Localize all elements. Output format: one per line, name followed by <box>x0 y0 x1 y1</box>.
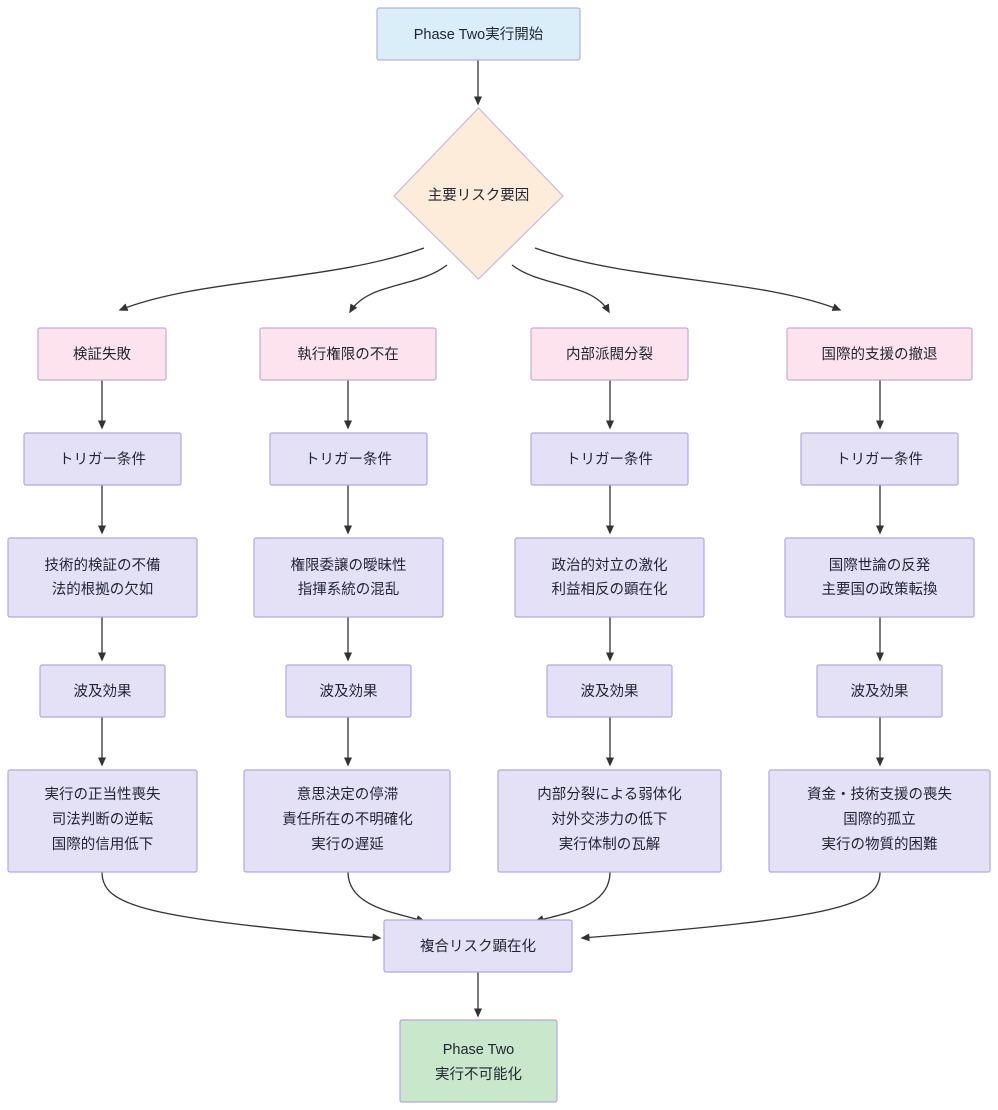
node-cause-4-line-2: 主要国の政策転換 <box>822 581 938 598</box>
node-outcome-1[interactable]: 実行の正当性喪失 司法判断の逆転 国際的信用低下 <box>7 769 198 873</box>
edge-outcome4-to-converge <box>580 871 881 942</box>
node-cause-3[interactable]: 政治的対立の激化 利益相反の顕在化 <box>514 537 705 618</box>
node-ripple-2-shape <box>285 664 412 718</box>
node-trigger-3-label: トリガー条件 <box>566 451 653 468</box>
node-outcome-3-line-1: 内部分裂による弱体化 <box>537 786 682 803</box>
node-risk-4-label: 国際的支援の撤退 <box>822 346 938 363</box>
edge-outcome3-to-converge <box>534 871 611 924</box>
node-start-shape <box>376 7 581 61</box>
node-trigger-4-label: トリガー条件 <box>836 451 923 468</box>
node-trigger-1-label: トリガー条件 <box>59 451 146 468</box>
edge-decision-to-risk-2 <box>349 264 448 314</box>
node-trigger-4[interactable]: トリガー条件 <box>800 432 959 486</box>
node-outcome-1-shape <box>7 769 198 873</box>
node-ripple-4-shape <box>816 664 943 718</box>
node-ripple-4[interactable]: 波及効果 <box>816 664 943 718</box>
node-ripple-4-label: 波及効果 <box>851 683 909 700</box>
node-ripple-3-shape <box>546 664 673 718</box>
node-cause-4-line-1: 国際世論の反発 <box>829 557 931 574</box>
node-cause-2-line-1: 権限委譲の曖昧性 <box>291 557 407 574</box>
node-cause-4[interactable]: 国際世論の反発 主要国の政策転換 <box>784 537 975 618</box>
node-trigger-3-shape <box>530 432 689 486</box>
node-trigger-1[interactable]: トリガー条件 <box>23 432 182 486</box>
node-cause-4-shape <box>784 537 975 618</box>
node-ripple-1-shape <box>39 664 166 718</box>
node-ripple-1-label: 波及効果 <box>74 683 132 700</box>
node-ripple-3-label: 波及効果 <box>581 683 639 700</box>
node-risk-2-label: 執行権限の不在 <box>297 346 399 363</box>
node-outcome-2-line-3: 実行の遅延 <box>311 836 384 853</box>
node-outcome-4-line-1: 資金・技術支援の喪失 <box>807 786 952 803</box>
node-outcome-4-line-3: 実行の物質的困難 <box>822 835 938 853</box>
node-trigger-3[interactable]: トリガー条件 <box>530 432 689 486</box>
node-decision-label: 主要リスク要因 <box>428 187 530 204</box>
node-cause-3-line-2: 利益相反の顕在化 <box>552 581 668 598</box>
node-trigger-1-shape <box>23 432 182 486</box>
node-outcome-4-shape <box>768 769 991 873</box>
node-cause-3-line-1: 政治的対立の激化 <box>552 557 668 574</box>
node-cause-2[interactable]: 権限委譲の曖昧性 指揮系統の混乱 <box>253 537 444 618</box>
node-end[interactable]: Phase Two 実行不可能化 <box>399 1019 558 1103</box>
node-cause-1-shape <box>7 537 198 618</box>
node-outcome-3[interactable]: 内部分裂による弱体化 対外交渉力の低下 実行体制の瓦解 <box>497 769 722 873</box>
node-trigger-2[interactable]: トリガー条件 <box>269 432 428 486</box>
node-start-label: Phase Two実行開始 <box>414 26 544 43</box>
node-risk-2-shape <box>259 327 437 381</box>
node-risk-1-label: 検証失敗 <box>73 346 131 363</box>
node-risk-3-shape <box>530 327 689 381</box>
node-trigger-2-shape <box>269 432 428 486</box>
node-outcome-2-shape <box>243 769 451 873</box>
node-ripple-1[interactable]: 波及効果 <box>39 664 166 718</box>
node-end-line-2: 実行不可能化 <box>435 1066 522 1083</box>
node-trigger-2-label: トリガー条件 <box>305 451 392 468</box>
node-converge-label: 複合リスク顕在化 <box>420 938 536 955</box>
node-trigger-4-shape <box>800 432 959 486</box>
node-outcome-3-shape <box>497 769 722 873</box>
node-outcome-2-line-1: 意思決定の停滞 <box>297 785 399 803</box>
node-cause-2-line-2: 指揮系統の混乱 <box>298 581 400 598</box>
node-outcome-1-line-2: 司法判断の逆転 <box>52 811 154 828</box>
node-start[interactable]: Phase Two実行開始 <box>376 7 581 61</box>
node-risk-2[interactable]: 執行権限の不在 <box>259 327 437 381</box>
node-outcome-2-line-2: 責任所在の不明確化 <box>282 811 413 828</box>
node-outcome-3-line-2: 対外交渉力の低下 <box>552 810 668 828</box>
node-outcome-1-line-1: 実行の正当性喪失 <box>45 786 161 803</box>
node-ripple-3[interactable]: 波及効果 <box>546 664 673 718</box>
edge-layer <box>98 60 884 1018</box>
node-converge-shape <box>383 919 573 973</box>
node-decision[interactable]: 主要リスク要因 <box>393 107 564 280</box>
node-end-shape <box>399 1019 558 1103</box>
node-end-line-1: Phase Two <box>443 1042 514 1058</box>
edge-outcome1-to-converge <box>101 871 382 942</box>
node-cause-1-line-1: 技術的検証の不備 <box>45 557 161 574</box>
node-outcome-4-line-2: 国際的孤立 <box>843 811 916 828</box>
node-risk-4-shape <box>786 327 973 381</box>
node-risk-4[interactable]: 国際的支援の撤退 <box>786 327 973 381</box>
node-cause-1[interactable]: 技術的検証の不備 法的根拠の欠如 <box>7 537 198 618</box>
node-ripple-2[interactable]: 波及効果 <box>285 664 412 718</box>
edge-decision-to-risk-4 <box>534 247 842 311</box>
node-converge[interactable]: 複合リスク顕在化 <box>383 919 573 973</box>
edge-decision-to-risk-3 <box>511 264 610 314</box>
node-risk-1-shape <box>37 327 167 381</box>
node-decision-shape <box>393 107 564 280</box>
node-outcome-1-line-3: 国際的信用低下 <box>52 836 154 853</box>
edge-outcome2-to-converge <box>347 871 426 923</box>
node-ripple-2-label: 波及効果 <box>320 683 378 700</box>
node-risk-1[interactable]: 検証失敗 <box>37 327 167 381</box>
node-outcome-4[interactable]: 資金・技術支援の喪失 国際的孤立 実行の物質的困難 <box>768 769 991 873</box>
node-cause-1-line-2: 法的根拠の欠如 <box>52 581 154 598</box>
node-outcome-2[interactable]: 意思決定の停滞 責任所在の不明確化 実行の遅延 <box>243 769 451 873</box>
node-cause-2-shape <box>253 537 444 618</box>
edge-decision-to-risk-1 <box>118 247 425 311</box>
node-risk-3[interactable]: 内部派閥分裂 <box>530 327 689 381</box>
node-cause-3-shape <box>514 537 705 618</box>
node-outcome-3-line-3: 実行体制の瓦解 <box>559 836 661 853</box>
node-risk-3-label: 内部派閥分裂 <box>566 346 653 363</box>
